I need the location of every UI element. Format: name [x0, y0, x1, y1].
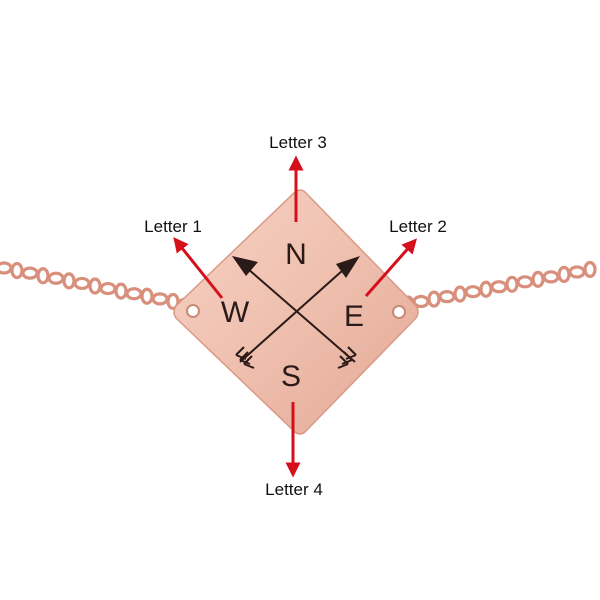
- chain-link: [516, 275, 534, 289]
- chain-link: [47, 271, 65, 285]
- chain-link: [114, 282, 128, 300]
- chain-link: [568, 265, 586, 279]
- chain-link: [505, 275, 519, 293]
- chain-link: [479, 280, 493, 298]
- connector-hole-left: [186, 304, 200, 318]
- arrow-fletching-icon: [337, 346, 357, 369]
- chain-link: [21, 266, 39, 280]
- chain-link: [140, 287, 154, 305]
- arrow-fletching-icon: [235, 346, 255, 369]
- chain-link: [531, 270, 545, 288]
- chain-left: [0, 261, 195, 311]
- chain-link: [438, 290, 456, 304]
- arrow-head-icon: [232, 256, 258, 276]
- chain-link: [166, 292, 180, 311]
- chain-link: [36, 267, 50, 285]
- chain-link: [542, 270, 560, 284]
- letter-s: S: [281, 360, 301, 393]
- annotation-arrows: [173, 155, 417, 478]
- chain-link: [88, 277, 102, 295]
- chain-link: [73, 276, 91, 291]
- chain-link: [557, 265, 571, 284]
- chain-link: [453, 285, 467, 303]
- chain-link: [10, 261, 24, 280]
- letter-e: E: [344, 300, 364, 333]
- label-letter-1: Letter 1: [144, 217, 202, 236]
- compass-pendant: N E S W: [173, 189, 419, 435]
- connector-hole-right: [392, 305, 406, 319]
- chain-link: [62, 272, 76, 290]
- chain-link: [427, 290, 441, 308]
- chain-link: [583, 260, 597, 279]
- arrow-up-right-icon: [364, 238, 417, 297]
- label-letter-4: Letter 4: [265, 480, 323, 499]
- label-letter-3: Letter 3: [269, 133, 327, 152]
- letter-w: W: [221, 296, 250, 329]
- chain-right: [401, 260, 597, 313]
- label-letter-2: Letter 2: [389, 217, 447, 236]
- chain-link: [125, 287, 143, 301]
- arrow-up-left-icon: [173, 237, 224, 299]
- chain-link: [99, 281, 117, 296]
- arrow-head-icon: [336, 256, 360, 278]
- engraved-arrows: [239, 261, 356, 363]
- chain-link: [151, 292, 169, 306]
- chain-link: [490, 280, 508, 294]
- chain-link: [464, 285, 482, 299]
- chain-link: [0, 261, 13, 275]
- letter-n: N: [285, 238, 307, 271]
